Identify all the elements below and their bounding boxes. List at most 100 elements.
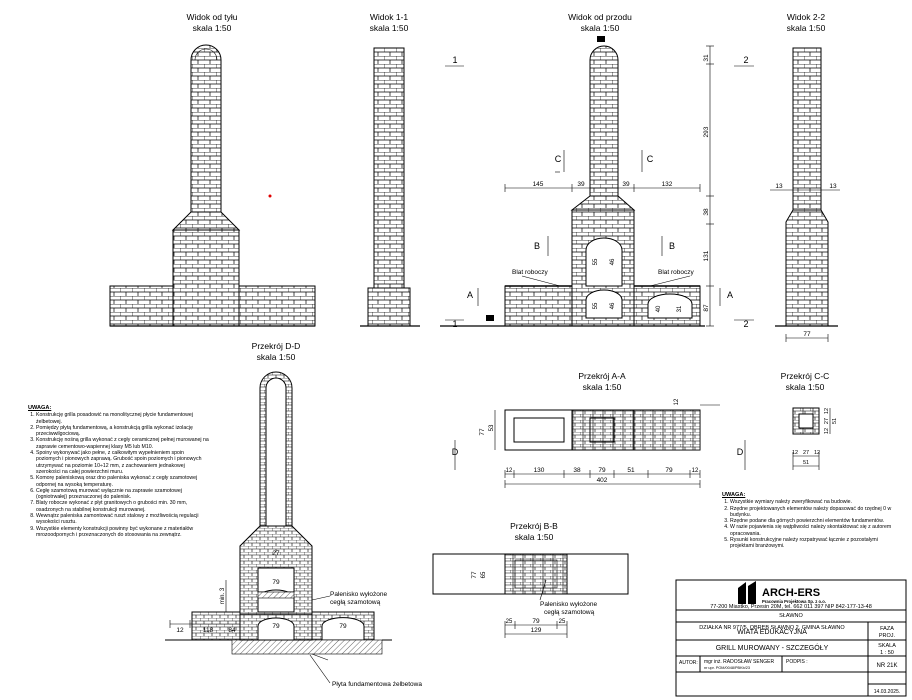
dd-dim-27: 27 [272, 550, 280, 557]
view-1-1-title: Widok 1-1 [370, 12, 409, 22]
view-2-2-title: Widok 2-2 [787, 12, 826, 22]
dim-55b: 55 [593, 302, 599, 309]
dd-dim-79b: 79 [272, 623, 280, 630]
title-block-frame [675, 579, 907, 697]
signature-label: PODPIS : [786, 659, 808, 665]
marker-d-right: D [737, 447, 744, 457]
label-blat-left: Blat roboczy [512, 269, 549, 276]
dim-22-77: 77 [803, 331, 811, 338]
dim-22-13a: 13 [775, 183, 783, 190]
dim-31: 31 [703, 54, 710, 62]
notes-left-item: Wewnątrz paleniska zamontować ruszt stal… [36, 513, 210, 526]
dd-dim-12: 12 [176, 627, 184, 634]
section-bb-scale: skala 1:50 [515, 532, 554, 542]
logo: ARCH-ERS [762, 587, 820, 599]
dd-plyta: Płyta fundamentowa żelbetowa [332, 681, 422, 688]
dim-145: 145 [533, 181, 544, 188]
notes-right-heading: UWAGA: [722, 492, 746, 498]
dim-39a: 39 [577, 181, 585, 188]
dim-293: 293 [703, 126, 710, 137]
notes-right-item: Rysunki konstrukcyjne należy rozpatrywać… [730, 537, 892, 550]
notes-left-heading: UWAGA: [28, 405, 52, 411]
cc-dim-51: 51 [803, 460, 809, 466]
notes-right-item: W razie pojawienia się wątpliwości należ… [730, 524, 892, 537]
dim-132: 132 [662, 181, 673, 188]
section-bb-title: Przekrój B-B [510, 521, 558, 531]
marker-2-top: 2 [743, 55, 748, 65]
section-aa-drawing [454, 404, 746, 488]
marker-c-right: C [647, 154, 654, 164]
aa-dim-53: 53 [489, 424, 495, 431]
notes-left-list: Konstrukcję grilla posadowić na monolity… [28, 412, 210, 538]
section-dd-scale: skala 1:50 [257, 352, 296, 362]
dim-40: 40 [656, 305, 662, 312]
bb-dim-77: 77 [471, 571, 478, 579]
dd-dim-79c: 79 [339, 623, 347, 630]
dim-131: 131 [703, 250, 710, 261]
notes-right: UWAGA: Wszystkie wymiary należy zweryfik… [722, 492, 892, 550]
notes-right-list: Wszystkie wymiary należy zweryfikować na… [722, 499, 892, 549]
notes-right-item: Wszystkie wymiary należy zweryfikować na… [730, 499, 892, 505]
dim-31b: 31 [677, 305, 683, 312]
dim-46b: 46 [610, 302, 616, 309]
notes-left-item: Wszystkie elementy konstrukcji powinny b… [36, 526, 210, 539]
marker-c-left: C [555, 154, 562, 164]
dim-38: 38 [703, 208, 710, 216]
label-blat-right: Blat roboczy [658, 269, 695, 276]
bb-dim-25a: 25 [506, 619, 513, 625]
scale-label: SKALA [878, 643, 896, 649]
marker-1-top: 1 [452, 55, 457, 65]
dd-dim-79a: 79 [272, 579, 280, 586]
cc-dim-12a: 12 [792, 450, 798, 456]
dd-palenisko-1: Palenisko wyłożone [330, 591, 387, 598]
marker-dot [268, 194, 272, 198]
cc-dim-h12a: 12 [824, 408, 830, 414]
notes-left-item: Konstrukcję nośną grilla wykonać z cegły… [36, 437, 210, 450]
dd-palenisko-2: cegłą szamotową [330, 599, 381, 606]
address: 77-200 Miastko, Przesin 20M, tel. 662 01… [710, 604, 872, 610]
author-name: mgr inż. RADOSŁAW SENGER [704, 659, 774, 665]
drawing-name: GRILL MUROWANY - SZCZEGÓŁY [716, 643, 829, 652]
back-view-drawing [109, 44, 316, 327]
section-aa-scale: skala 1:50 [583, 382, 622, 392]
scale-value: 1 : 50 [880, 650, 894, 656]
dim-22-13b: 13 [829, 183, 837, 190]
notes-left-item: Blaty robocze wykonać z płyt granitowych… [36, 500, 210, 513]
dim-87: 87 [703, 304, 710, 312]
notes-left-item: Komorę paleniskową oraz dno paleniska wy… [36, 475, 210, 488]
dd-dim-118: 118 [203, 627, 214, 634]
section-bb-drawing [432, 553, 629, 638]
notes-left: UWAGA: Konstrukcję grilla posadowić na m… [28, 405, 210, 538]
notes-right-item: Rzędne projektowanych elementów należy d… [730, 506, 892, 519]
bb-dim-65: 65 [481, 571, 487, 578]
aa-dim-12t: 12 [674, 398, 680, 405]
date: 14.03.2025. [874, 689, 900, 695]
object-name: WIATA EDUKACYJNA [737, 629, 807, 636]
cc-dim-h12b: 12 [824, 428, 830, 434]
notes-left-item: Spoiny wykonywać jako pełne, z całkowity… [36, 450, 210, 475]
aa-dim-38: 38 [573, 467, 581, 474]
marker-b-right: B [669, 241, 675, 251]
section-aa-title: Przekrój A-A [578, 371, 626, 381]
aa-dim-79: 79 [598, 467, 606, 474]
section-dd-drawing [165, 371, 392, 661]
bb-dim-129: 129 [531, 627, 542, 634]
bb-dim-25b: 25 [559, 619, 566, 625]
section-cc-drawing [792, 407, 831, 470]
notes-left-item: Cegłę szamotową murować wyłącznie na zap… [36, 488, 210, 501]
marker-b-left: B [534, 241, 540, 251]
front-view-title: Widok od przodu [568, 12, 632, 22]
aa-dim-130: 130 [534, 467, 545, 474]
phase-label: FAZA [880, 626, 894, 632]
dd-dim-84: 84 [228, 627, 236, 634]
section-cc-scale: skala 1:50 [786, 382, 825, 392]
marker-2-bottom: 2 [743, 319, 748, 329]
author-permission: nr upr. POM/0048/PBKb/23 [704, 666, 750, 670]
notes-right-item: Rzędne podane dla górnych powierzchni el… [730, 518, 892, 524]
aa-dim-12b: 12 [692, 468, 699, 474]
dd-plyta-leader [309, 654, 331, 684]
view-2-2-scale: skala 1:50 [787, 23, 826, 33]
marker-d-left: D [452, 447, 459, 457]
marker-a-right: A [727, 290, 733, 300]
